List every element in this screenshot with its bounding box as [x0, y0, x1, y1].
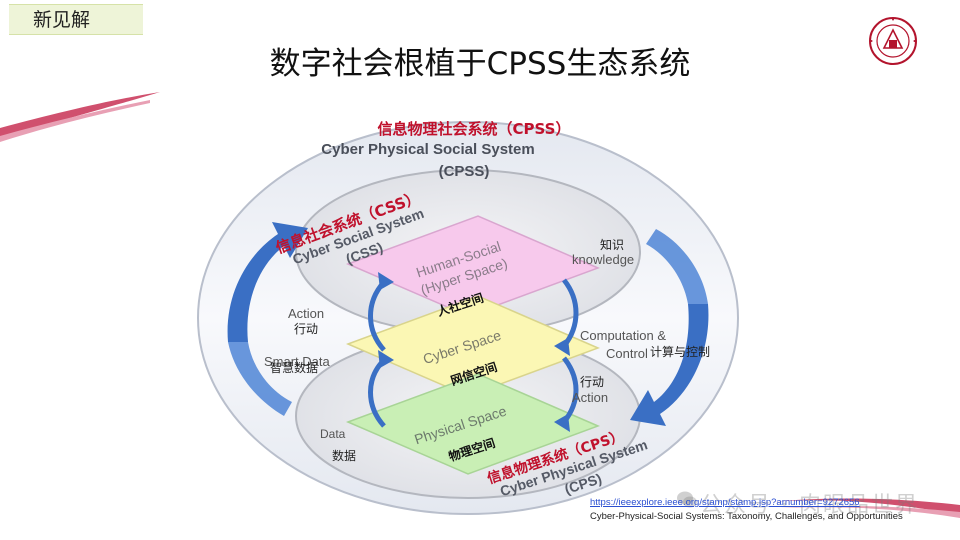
- computation-cn-label: 计算与控制: [650, 344, 710, 359]
- university-seal-logo: [869, 17, 917, 65]
- left-swoosh-light: [0, 100, 150, 142]
- smart-data-en-label: Smart Data: [264, 354, 331, 369]
- computation-en-label: Computation &: [580, 328, 666, 343]
- data-en-label: Data: [320, 427, 346, 441]
- control-en-label: Control: [606, 346, 648, 361]
- arrow-action-up-icon: [368, 280, 386, 352]
- knowledge-en-label: knowledge: [572, 252, 634, 267]
- arrow-data-up-icon: [368, 358, 386, 428]
- source-link[interactable]: https://ieeexplore.ieee.org/stamp/stamp.…: [590, 497, 860, 508]
- left-cycle-arrow-icon: [227, 222, 308, 342]
- right-cycle-arrow-icon: [630, 304, 709, 426]
- action-cn-label-left: 行动: [294, 322, 318, 336]
- section-tag: 新见解: [9, 4, 143, 35]
- slide-title: 数字社会根植于CPSS生态系统: [269, 46, 691, 82]
- cpss-en-label: Cyber Physical Social System: [321, 141, 534, 158]
- action-en-label-left: Action: [288, 306, 324, 321]
- cpss-en-abbr: (CPSS): [439, 163, 490, 180]
- human-social-layer: [345, 215, 601, 317]
- knowledge-cn-label: 知识: [600, 238, 624, 252]
- smart-data-cn-label: 智慧数据: [270, 360, 318, 375]
- wechat-watermark-icon: [677, 491, 697, 508]
- action-cn-label-right: 行动: [580, 375, 604, 389]
- cpss-cn-label: 信息物理社会系统（CPSS）: [378, 120, 571, 138]
- action-en-label-right: Action: [572, 390, 608, 405]
- source-caption: Cyber-Physical-Social Systems: Taxonomy,…: [590, 511, 903, 522]
- cyber-space-layer: [345, 295, 601, 397]
- data-cn-label: 数据: [332, 448, 356, 463]
- cpss-diagram: 信息物理社会系统（CPSS） Cyber Physical Social Sys…: [197, 120, 739, 515]
- left-swoosh: [0, 92, 160, 138]
- watermark-text: 公众号 · 肉眼品世界: [700, 493, 919, 518]
- physical-space-layer: [345, 373, 601, 475]
